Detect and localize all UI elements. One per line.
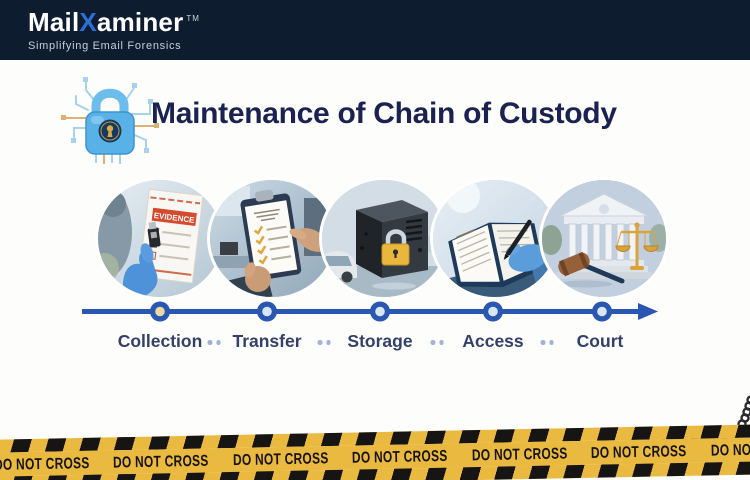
- timeline-arrow: [82, 301, 658, 322]
- step-label-access: Access: [462, 331, 524, 351]
- arrowhead: [638, 303, 658, 320]
- gloved-hand-usb: [122, 221, 161, 297]
- tape-text: DO NOT CROSS: [710, 440, 750, 460]
- logo-text-aminer: aminer: [96, 7, 184, 37]
- tape-text: DO NOT CROSS: [113, 451, 210, 472]
- page-title: Maintenance of Chain of Custody: [151, 97, 617, 130]
- padlock-circuit-icon: [58, 70, 162, 169]
- clipboard: [240, 189, 302, 281]
- logo-tagline: Simplifying Email Forensics: [28, 40, 182, 52]
- caution-tape: DO NOT CROSS DO NOT CROSS DO NOT CROSS D…: [0, 423, 750, 480]
- tape-text: DO NOT CROSS: [590, 441, 687, 462]
- tape-text: DO NOT CROSS: [232, 449, 329, 469]
- logo-x-mark: X: [79, 7, 97, 37]
- access-scene: [433, 180, 557, 297]
- storage-scene: [322, 180, 446, 297]
- evidence-locker: [356, 200, 428, 278]
- step-label-storage: Storage: [347, 331, 413, 351]
- dot-separator: [207, 340, 221, 345]
- access-photo: [430, 177, 560, 300]
- circuit-traces: [61, 77, 159, 165]
- logbook: [448, 222, 544, 288]
- collection-scene: EVIDENCE: [98, 180, 222, 297]
- tape-text: DO NOT CROSS: [352, 446, 449, 467]
- transfer-photo: [207, 177, 337, 300]
- step-label-collection: Collection: [117, 331, 203, 351]
- scales-of-justice: [615, 222, 659, 270]
- tape-text: DO NOT CROSS: [0, 453, 90, 474]
- evidence-bag: EVIDENCE: [138, 188, 204, 284]
- padlock-circuit-svg: [61, 77, 159, 165]
- collection-photo: EVIDENCE: [95, 177, 225, 300]
- storage-photo: [319, 177, 449, 300]
- lock-shackle: [91, 88, 129, 116]
- step-label-transfer: Transfer: [232, 331, 302, 351]
- step-label-court: Court: [576, 331, 624, 351]
- dot-separator: [540, 340, 554, 345]
- gavel: [558, 251, 625, 288]
- transfer-scene: [210, 180, 334, 297]
- trademark-symbol: TM: [186, 14, 200, 23]
- dot-separator: [430, 340, 444, 345]
- logo-text-mail: Mail: [28, 7, 80, 37]
- court-scene: [542, 180, 666, 297]
- timeline-nodes: [150, 301, 612, 322]
- holding-hand: [223, 262, 273, 297]
- keyhole: [107, 130, 113, 137]
- court-photo: [539, 177, 669, 300]
- gold-padlock: [381, 229, 410, 266]
- tape-text: DO NOT CROSS: [471, 444, 568, 465]
- dot-separator: [317, 340, 331, 345]
